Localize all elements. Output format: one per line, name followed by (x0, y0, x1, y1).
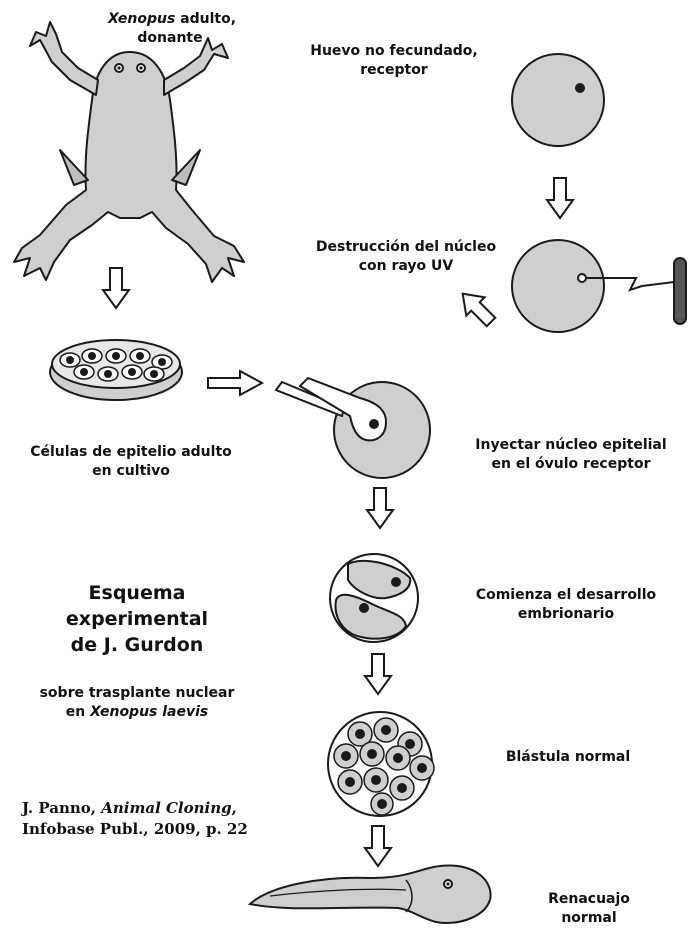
arrow-injection-to-2cell (367, 488, 393, 528)
subtitle-species: Xenopus laevis (90, 704, 208, 720)
arrow-2cell-to-blastula (365, 654, 391, 694)
cells-label-line2: en cultivo (92, 463, 170, 479)
development-label-line1: Comienza el desarrollo (476, 587, 656, 603)
blastula (328, 712, 434, 816)
citation-book: Animal Cloning (101, 799, 231, 817)
uv-label-line2: con rayo UV (359, 258, 454, 274)
donor-species: Xenopus (108, 11, 175, 27)
development-label: Comienza el desarrollo embrionario (462, 586, 670, 624)
citation-line2: Infobase Publ., 2009, p. 22 (22, 820, 248, 838)
arrow-egg-to-uv (547, 178, 573, 218)
tadpole-label-line1: Renacuajo (548, 891, 630, 907)
uv-label-line1: Destrucción del núcleo (316, 239, 496, 255)
uv-label: Destrucción del núcleo con rayo UV (306, 238, 506, 276)
title-line3: de J. Gurdon (71, 634, 204, 656)
development-label-line2: embrionario (518, 606, 614, 622)
two-cell-embryo (330, 554, 418, 642)
donor-label-line2: donante (137, 30, 202, 46)
cells-label-line1: Células de epitelio adulto (30, 444, 232, 460)
cells-label: Células de epitelio adulto en cultivo (18, 443, 244, 481)
diagram-title: Esquema experimental de J. Gurdon (40, 580, 234, 658)
donor-label-rest: adulto, (175, 11, 236, 27)
title-line2: experimental (66, 608, 208, 630)
title-line1: Esquema (89, 582, 186, 604)
tadpole-label-line2: normal (561, 910, 616, 926)
tadpole-label: Renacuajo normal (534, 890, 644, 928)
diagram-subtitle: sobre trasplante nuclear en Xenopus laev… (20, 684, 254, 722)
citation: J. Panno, Animal Cloning, Infobase Publ.… (22, 798, 248, 840)
unfertilized-egg (512, 54, 604, 146)
arrow-uv-to-injection (454, 285, 501, 332)
arrow-blastula-to-tadpole (365, 826, 391, 866)
tadpole (250, 865, 491, 923)
frog-illustration (14, 22, 244, 282)
subtitle-line1: sobre trasplante nuclear (40, 685, 235, 701)
blastula-label-text: Blástula normal (506, 749, 630, 765)
blastula-label: Blástula normal (494, 748, 642, 767)
arrow-frog-to-dish (103, 268, 129, 308)
culture-dish (50, 340, 182, 400)
citation-author: J. Panno, (22, 799, 101, 817)
inject-label: Inyectar núcleo epitelial en el óvulo re… (462, 436, 680, 474)
egg-label: Huevo no fecundado, receptor (306, 42, 482, 80)
inject-label-line1: Inyectar núcleo epitelial (475, 437, 666, 453)
injection-egg (276, 378, 430, 478)
uv-egg (512, 240, 686, 332)
subtitle-prefix: en (66, 704, 90, 720)
citation-comma: , (232, 799, 237, 817)
egg-label-line2: receptor (360, 62, 427, 78)
inject-label-line2: en el óvulo receptor (492, 456, 651, 472)
egg-label-line1: Huevo no fecundado, (310, 43, 478, 59)
donor-label: Xenopus adulto, donante (108, 10, 232, 48)
arrow-dish-to-injection (208, 371, 262, 395)
